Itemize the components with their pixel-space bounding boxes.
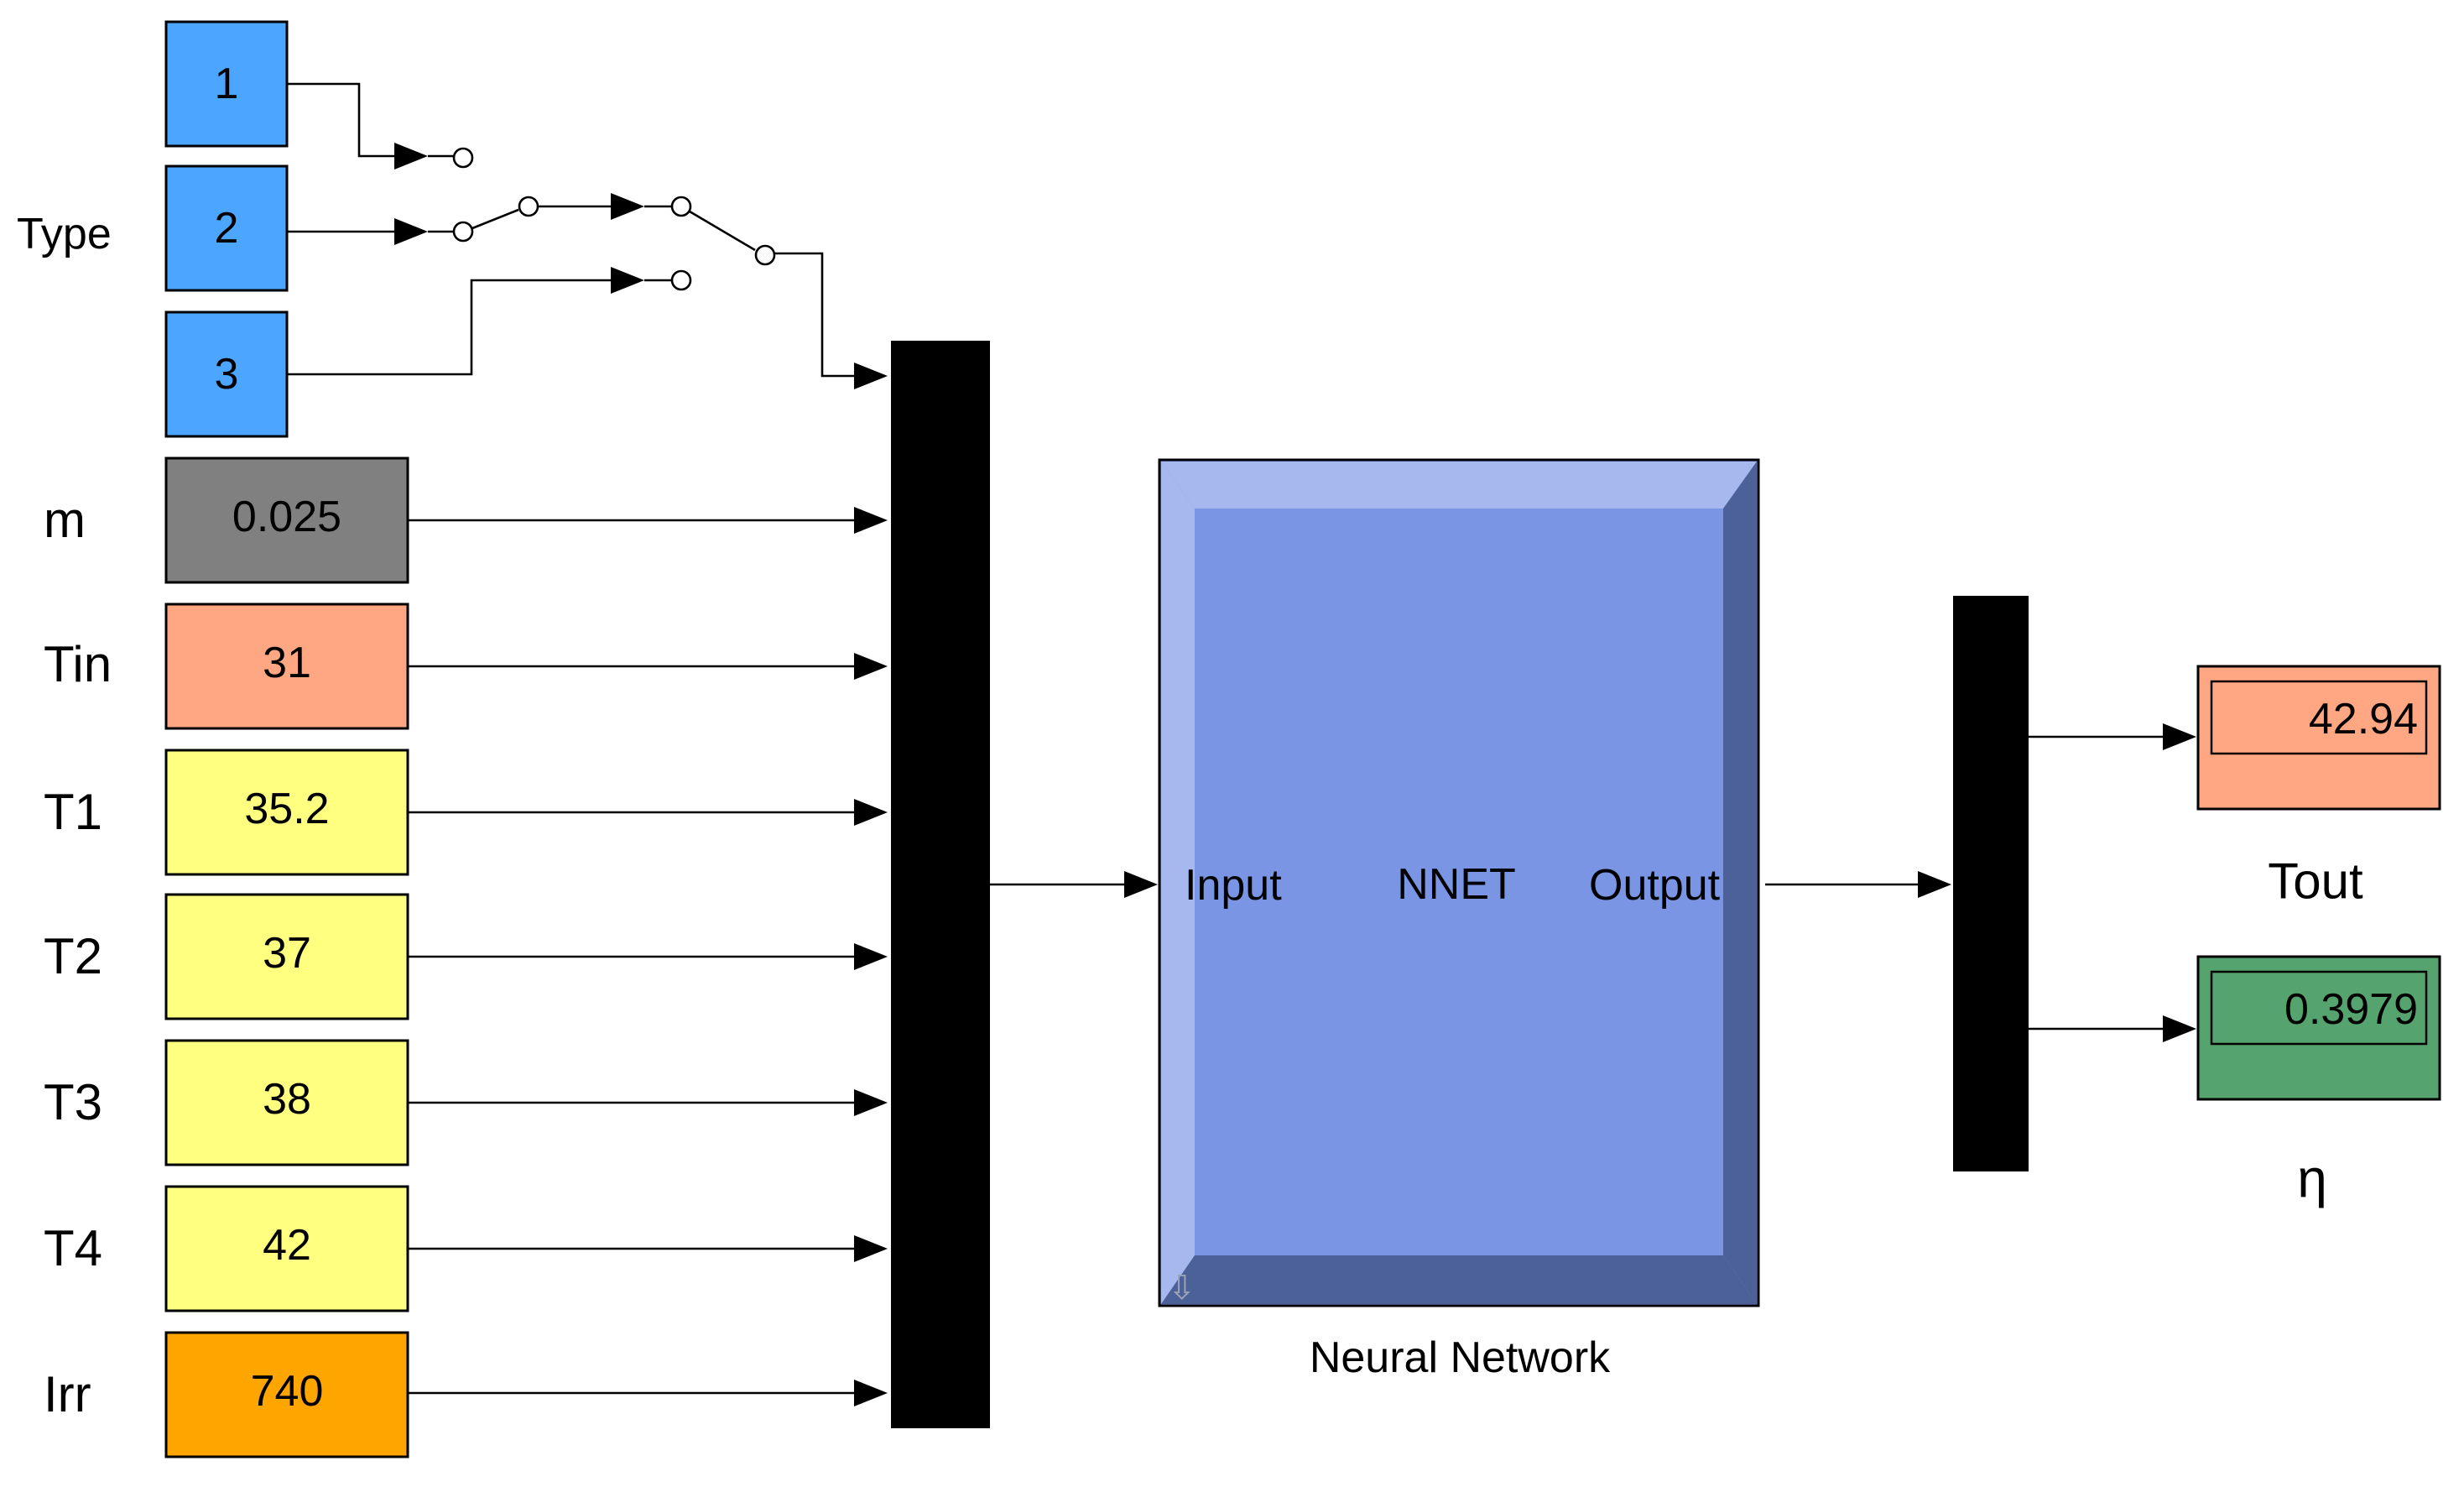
input-block-t1[interactable]: 35.2 bbox=[164, 749, 409, 876]
type-label: Type bbox=[17, 210, 112, 258]
resize-arrow-icon: ⇩ bbox=[1168, 1269, 1196, 1307]
constant-value-3: 3 bbox=[215, 350, 239, 399]
input-label-t3: T3 bbox=[44, 1074, 102, 1130]
display-value-tout: 42.94 bbox=[2309, 695, 2418, 744]
output-label-tout: Tout bbox=[2268, 853, 2363, 910]
output-wires bbox=[2029, 723, 2196, 1042]
input-block-m[interactable]: 0.025 bbox=[164, 457, 409, 584]
display-value-eta: 0.3979 bbox=[2284, 985, 2418, 1034]
input-label-t4: T4 bbox=[44, 1220, 102, 1276]
nnet-center-label: NNET bbox=[1397, 860, 1516, 909]
demux-block[interactable] bbox=[1953, 596, 2029, 1171]
input-block-t4[interactable]: 42 bbox=[164, 1185, 409, 1312]
neural-network-block[interactable]: ⇩ Input NNET Output bbox=[1158, 458, 1760, 1307]
constant-value-1: 1 bbox=[215, 60, 239, 108]
input-label-irr: Irr bbox=[44, 1366, 91, 1422]
nnet-caption: Neural Network bbox=[1310, 1333, 1611, 1382]
multiport-switch[interactable] bbox=[287, 82, 888, 389]
constant-block-3[interactable]: 3 bbox=[164, 310, 289, 438]
input-label-m: m bbox=[44, 492, 86, 548]
input-block-irr[interactable]: 740 bbox=[164, 1331, 409, 1458]
input-value-tin: 31 bbox=[263, 639, 311, 687]
nnet-output-port-label: Output bbox=[1589, 861, 1721, 910]
input-label-tin: Tin bbox=[44, 636, 112, 692]
input-label-t1: T1 bbox=[44, 784, 102, 840]
mux-block[interactable] bbox=[891, 341, 990, 1428]
constant-block-1[interactable]: 1 bbox=[164, 20, 289, 148]
input-value-m: 0.025 bbox=[232, 493, 341, 541]
display-block-eta[interactable]: 0.3979 bbox=[2196, 955, 2441, 1101]
nnet-input-port-label: Input bbox=[1185, 861, 1282, 910]
constant-value-2: 2 bbox=[215, 204, 239, 253]
input-label-t2: T2 bbox=[44, 928, 102, 984]
input-value-t2: 37 bbox=[263, 929, 311, 978]
display-block-tout[interactable]: 42.94 bbox=[2196, 665, 2441, 811]
constant-block-2[interactable]: 2 bbox=[164, 164, 289, 292]
input-block-t2[interactable]: 37 bbox=[164, 893, 409, 1020]
input-value-t1: 35.2 bbox=[244, 785, 329, 833]
input-block-tin[interactable]: 31 bbox=[164, 603, 409, 730]
input-value-irr: 740 bbox=[251, 1367, 324, 1416]
input-wires bbox=[408, 507, 888, 1406]
input-value-t3: 38 bbox=[263, 1075, 311, 1124]
output-label-eta: η bbox=[2297, 1148, 2327, 1208]
input-block-t3[interactable]: 38 bbox=[164, 1039, 409, 1166]
input-value-t4: 42 bbox=[263, 1221, 311, 1270]
